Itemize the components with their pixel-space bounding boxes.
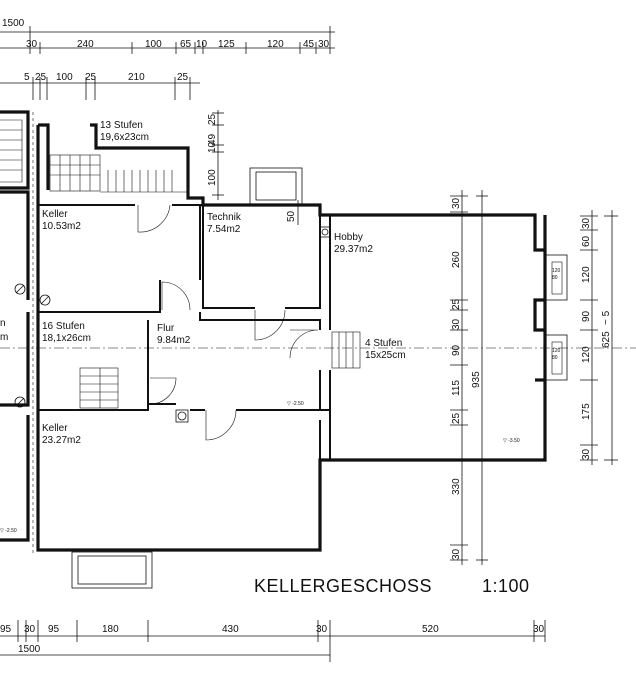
dim-inner: 50 [286,210,297,222]
dim-right-inner: 30 [451,318,462,330]
room-keller1-area: 10.53m2 [42,221,81,232]
level-left: ▽ -2.50 [0,528,17,534]
plan-scale: 1:100 [482,576,530,596]
dim-top: 10 [196,39,208,50]
room-keller2-area: 23.27m2 [42,435,81,446]
dim-top: 125 [218,39,235,50]
room-technik-area: 7.54m2 [207,224,241,235]
meter-icon [175,409,189,423]
dim-right-outer: 30 [581,217,592,229]
meter-icon [14,396,26,408]
dim-top: 120 [267,39,284,50]
dim-top: 25 [85,72,97,83]
dim-right-inner: 260 [451,251,462,268]
room-left-name: n [0,318,6,329]
room-hobby-area: 29.37m2 [334,244,373,255]
dim-inner: 100 [207,169,218,186]
window-label: 120 [552,348,561,354]
dim-right-outer-mark: ~ 5 [601,310,612,325]
dim-right-outer-total: 625 [601,331,612,348]
window-label: 120 [552,268,561,274]
dim-inner: 49 [207,133,218,145]
right-outer-dimensions: 30 60 120 90 120 175 30 ~ 5 625 [580,210,618,465]
meter-icon [39,294,51,306]
room-stairs16-name: 16 Stufen [42,321,85,332]
dim-bottom: 30 [24,624,36,635]
room-flur-area: 9.84m2 [157,335,191,346]
room-left-area: m [0,332,8,343]
dim-top: 5 [24,72,30,83]
dim-bottom: 30 [533,624,545,635]
dim-inner: 25 [207,113,218,125]
plan-title: KELLERGESCHOSS [254,576,432,596]
level-flur: ▽ -2.50 [287,401,304,407]
dim-right-outer: 120 [581,346,592,363]
dim-right-inner: 330 [451,478,462,495]
level-hobby: ▽ -3.50 [503,438,520,444]
dim-bottom: 180 [102,624,119,635]
inner-vertical-dimensions: 25 49 10 100 50 [207,110,299,225]
stairs4-name: 4 Stufen [365,338,402,349]
dim-top: 210 [128,72,145,83]
dim-right-outer: 60 [581,235,592,247]
dim-right-inner: 90 [451,344,462,356]
walls [0,110,547,555]
meter-icon [14,283,26,295]
room-keller2-name: Keller [42,423,68,434]
dim-bottom: 520 [422,624,439,635]
top-dimension-chains: 1500 30 240 100 65 10 125 120 45 30 5 25… [0,18,335,100]
dim-right-inner: 25 [451,298,462,310]
window-label: 80 [552,355,558,361]
right-inner-dimensions: 30 260 25 30 90 115 25 330 30 935 [450,190,488,565]
room-technik-name: Technik [207,212,242,223]
dim-right-inner-total: 935 [471,371,482,388]
dim-right-inner: 30 [451,197,462,209]
bottom-dimension-chains: 95 30 95 180 430 30 520 30 1500 [0,620,546,662]
dim-right-inner: 30 [451,548,462,560]
dim-bottom-total: 1500 [18,644,41,655]
dim-right-inner: 115 [451,380,462,396]
light-wells: 120 80 120 80 [71,167,568,589]
room-flur-name: Flur [157,323,175,334]
room-labels: Keller 10.53m2 Technik 7.54m2 Hobby 29.3… [0,120,520,534]
dim-bottom: 30 [316,624,328,635]
dim-top: 100 [56,72,73,83]
dim-top: 30 [318,39,330,50]
stairs [0,119,361,409]
dim-right-inner: 25 [451,412,462,424]
dim-right-outer: 120 [581,266,592,283]
doors [137,204,319,441]
dim-top: 45 [303,39,315,50]
dim-top: 100 [145,39,162,50]
dim-right-outer: 30 [581,448,592,460]
stairs13-size: 19,6x23cm [100,132,149,143]
room-hobby-name: Hobby [334,232,363,243]
dim-bottom: 430 [222,624,239,635]
dim-top: 25 [177,72,189,83]
dim-top: 30 [26,39,38,50]
stairs4-size: 15x25cm [365,350,406,361]
dim-right-outer: 175 [581,403,592,420]
dim-top: 65 [180,39,192,50]
dim-bottom: 95 [0,624,12,635]
dim-top-total: 1500 [2,18,25,29]
dim-top: 25 [35,72,47,83]
dim-bottom: 95 [48,624,60,635]
utility-symbols [14,226,331,423]
room-stairs16-size: 18,1x26cm [42,333,91,344]
room-keller1-name: Keller [42,209,68,220]
dim-inner: 10 [207,141,218,153]
dim-right-outer: 90 [581,310,592,322]
stairs13-name: 13 Stufen [100,120,143,131]
meter-icon [319,226,331,238]
window-label: 80 [552,275,558,281]
dim-top: 240 [77,39,94,50]
